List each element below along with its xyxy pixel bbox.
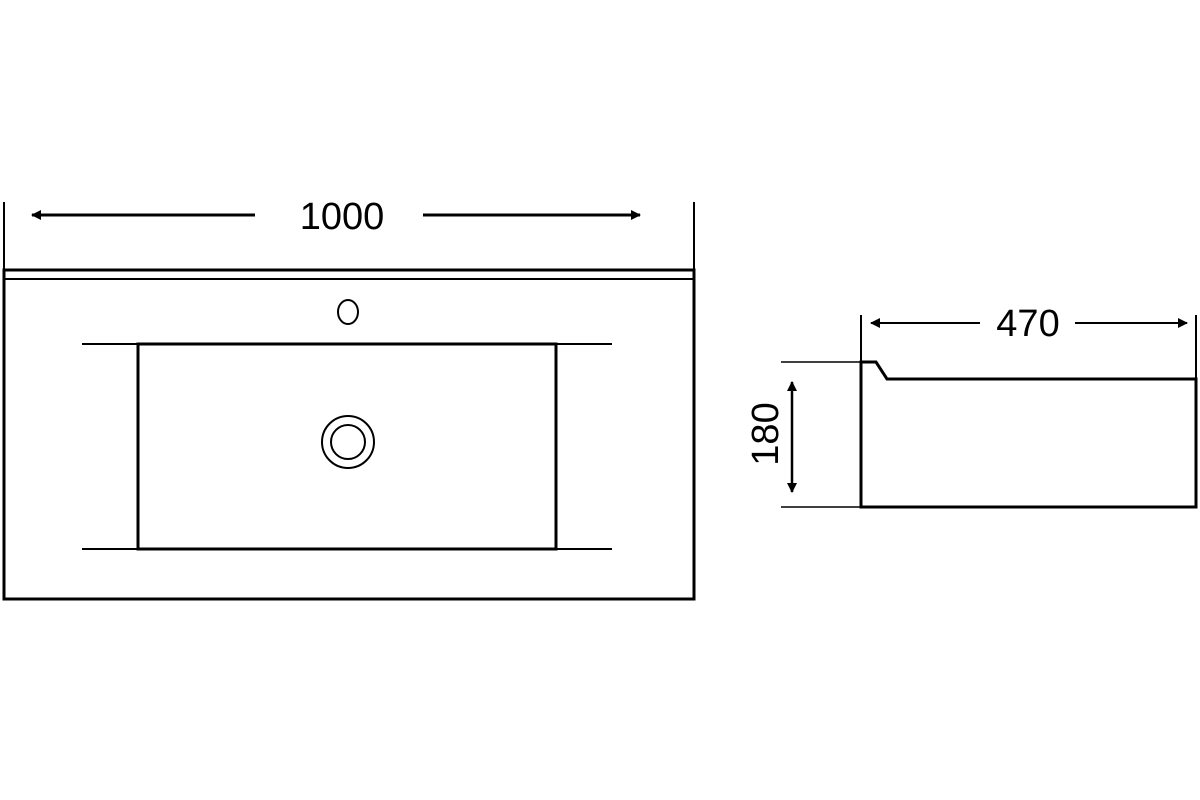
drain-inner-icon <box>330 424 366 460</box>
height-dimension-label: 180 <box>745 402 787 465</box>
height-dimension: 180 <box>745 381 797 493</box>
top-view <box>2 202 696 601</box>
depth-dimension-label: 470 <box>996 303 1059 345</box>
bowl-inner <box>136 342 558 551</box>
basin-outline <box>2 268 696 601</box>
width-dimension: 1000 <box>31 196 641 238</box>
faucet-hole-icon <box>337 299 359 325</box>
side-view <box>781 315 1198 509</box>
side-profile-outline <box>859 360 1198 509</box>
width-dimension-label: 1000 <box>300 196 385 238</box>
drain-outer-icon <box>321 415 375 469</box>
depth-dimension: 470 <box>870 303 1188 345</box>
